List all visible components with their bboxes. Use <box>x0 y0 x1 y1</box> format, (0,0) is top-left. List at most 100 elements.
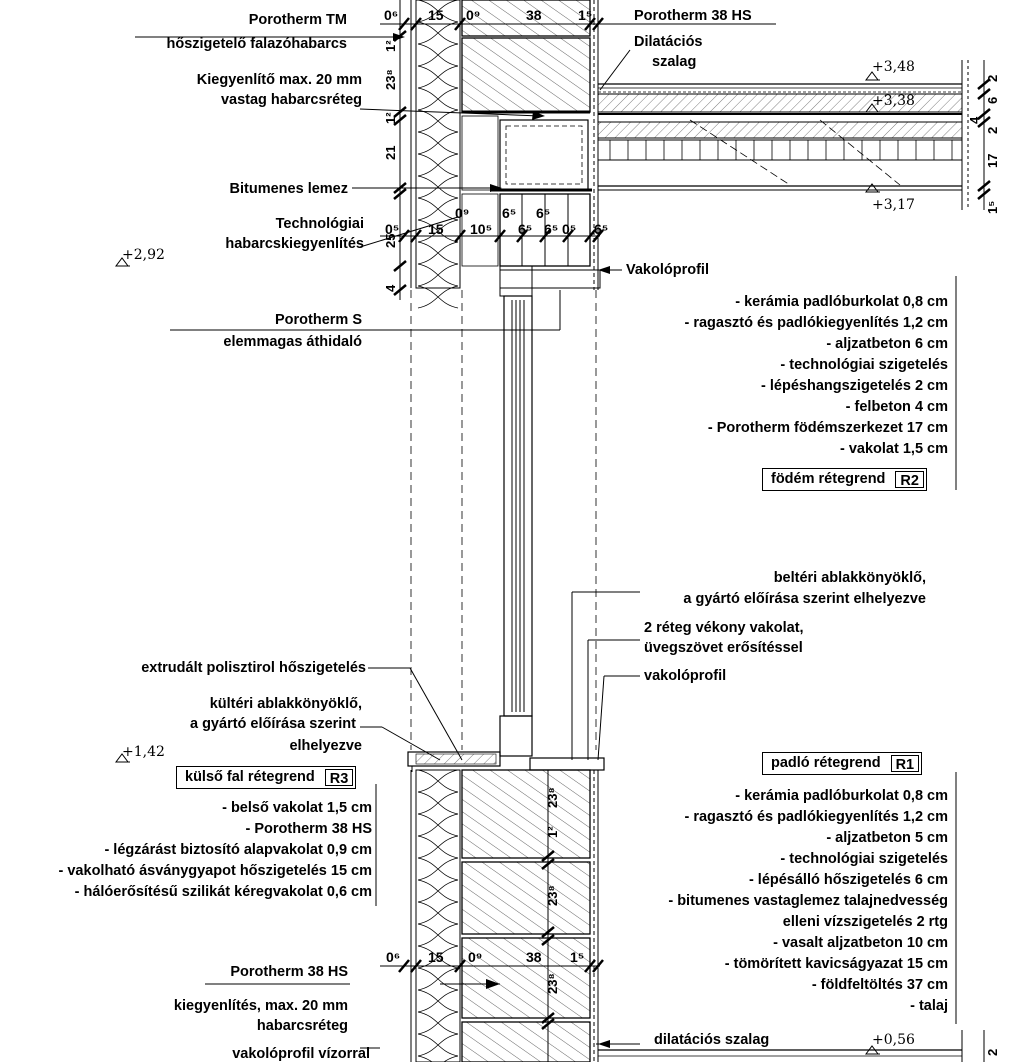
dim-top-09: 0⁹ <box>466 7 481 23</box>
upper-wall <box>410 0 601 309</box>
dim-tick <box>592 959 604 973</box>
wool-stroke <box>417 43 459 67</box>
wool-stroke <box>417 945 459 969</box>
dim-tick <box>410 229 422 243</box>
dim-tick <box>977 116 991 128</box>
dim-tick <box>393 188 407 200</box>
dim-tick <box>541 1018 555 1030</box>
r2-item: - ragasztó és padlókiegyenlítés 1,2 cm <box>684 315 948 331</box>
r2-title-box: födém rétegrend R2 <box>762 468 927 491</box>
label-kiegy-bottom-2: habarcsréteg <box>256 1018 348 1034</box>
r2-item: - vakolat 1,5 cm <box>840 441 948 457</box>
wool-stroke <box>417 131 459 155</box>
vdim-right-2: 2 <box>985 74 1000 82</box>
dim-tick <box>977 180 991 192</box>
dim-mid-05: 0⁵ <box>385 221 400 237</box>
dim-tick <box>584 959 596 973</box>
wool-stroke <box>417 241 459 265</box>
dim-mid-65d: 6⁵ <box>544 221 559 237</box>
dim-tick <box>977 78 991 90</box>
r1-item: - tömörített kavicságyazat 15 cm <box>724 956 948 972</box>
wool-stroke <box>417 65 459 89</box>
window-frame <box>499 265 533 757</box>
wool-stroke <box>417 901 459 925</box>
dim-tick <box>584 229 596 243</box>
r3-title: külső fal rétegrend <box>185 769 315 785</box>
r1-item: elleni vízszigetelés 2 rtg <box>782 914 948 930</box>
wool-stroke <box>417 0 459 23</box>
label-kiegy-bottom-1: kiegyenlítés, max. 20 mm <box>173 998 348 1014</box>
label-ket-reteg-1: 2 réteg vékony vakolat, <box>644 620 804 636</box>
wool-stroke <box>417 263 459 287</box>
dim-tick <box>539 229 551 243</box>
dim-tick <box>494 229 506 243</box>
r1-item: - kerámia padlóburkolat 0,8 cm <box>735 788 948 804</box>
window-sill <box>407 751 605 772</box>
r1-code: R1 <box>890 755 920 772</box>
vdim-bottom-2: 2 <box>985 1048 1000 1056</box>
wool-stroke <box>417 219 459 243</box>
dim-bottom-09: 0⁹ <box>468 949 483 965</box>
dim-mid-65a: 6⁵ <box>502 205 517 221</box>
dim-tick <box>398 959 410 973</box>
dim-mid-15: 15 <box>428 221 444 237</box>
label-belteri-2: a gyártó előírása szerint elhelyezve <box>683 591 926 607</box>
vdim-bottom-238b: 23⁸ <box>545 885 560 906</box>
dim-tick <box>541 1012 555 1024</box>
wool-stroke <box>417 175 459 199</box>
label-porotherm-s-1: Porotherm S <box>274 312 362 328</box>
dim-mid-09: 0⁹ <box>455 205 470 221</box>
dim-mid-105: 10⁵ <box>470 221 493 237</box>
r1-item: - vasalt aljzatbeton 10 cm <box>773 935 948 951</box>
dim-tick <box>541 934 555 946</box>
dim-mid-65e: 6⁵ <box>594 221 609 237</box>
vdim-left-21: 21 <box>383 145 398 160</box>
dim-tick <box>454 229 466 243</box>
dim-tick <box>393 284 407 296</box>
vdim-bottom-238a: 23⁸ <box>545 787 560 808</box>
wool-stroke <box>417 879 459 903</box>
r1-title: padló rétegrend <box>771 755 881 771</box>
r3-title-box: külső fal rétegrend R3 <box>176 766 357 789</box>
label-porotherm-tm-sub: hőszigetelő falazóhabarcs <box>166 36 348 52</box>
vdim-left-25: 25 <box>383 233 398 248</box>
dim-top-06: 0⁶ <box>384 7 399 23</box>
floor-joists <box>609 140 953 160</box>
r2-item: - felbeton 4 cm <box>845 399 948 415</box>
vdim-left-238: 23⁸ <box>383 69 398 90</box>
dim-tick <box>541 858 555 870</box>
vdim-left-12b: 1² <box>383 112 398 124</box>
dim-tick <box>584 17 596 31</box>
vdim-right-15: 1⁵ <box>985 200 1000 214</box>
floor-slab <box>597 60 969 210</box>
dim-tick <box>393 260 407 272</box>
vdim-right-4: 4 <box>967 116 982 124</box>
dim-tick <box>977 108 991 120</box>
r2-item: - Porotherm födémszerkezet 17 cm <box>707 420 948 436</box>
r1-title-box: padló rétegrend R1 <box>762 752 923 775</box>
dim-tick <box>541 850 555 862</box>
vdim-right-17: 17 <box>985 153 1000 168</box>
wool-stroke <box>417 87 459 111</box>
lower-wall <box>410 769 963 1062</box>
leader-lines <box>135 23 957 1049</box>
label-bitumenes: Bitumenes lemez <box>229 181 348 197</box>
label-belteri-1: beltéri ablakkönyöklő, <box>773 570 926 586</box>
leader-arrows <box>393 33 610 1048</box>
r3-item: - hálóerősítésű szilikát kéregvakolat 0,… <box>74 884 372 900</box>
wool-stroke <box>417 835 459 859</box>
dim-tick <box>454 959 466 973</box>
label-vakoloprofil-top: Vakolóprofil <box>626 262 709 278</box>
dim-mid-05b: 0⁵ <box>562 221 577 237</box>
dim-tick <box>398 17 410 31</box>
label-porotherm-s-2: elemmagas áthidaló <box>223 334 362 350</box>
dim-tick <box>393 106 407 118</box>
r2-layer-list: - kerámia padlóburkolat 0,8 cm - ragaszt… <box>684 292 948 460</box>
r1-item: - lépésálló hőszigetelés 6 cm <box>748 872 948 888</box>
level-142: +1,42 <box>122 744 165 760</box>
r1-item: - ragasztó és padlókiegyenlítés 1,2 cm <box>684 809 948 825</box>
label-porotherm-38hs-bottom: Porotherm 38 HS <box>230 964 348 980</box>
mineral-wool-insulation-top <box>417 0 459 309</box>
r2-item: - technológiai szigetelés <box>780 357 948 373</box>
